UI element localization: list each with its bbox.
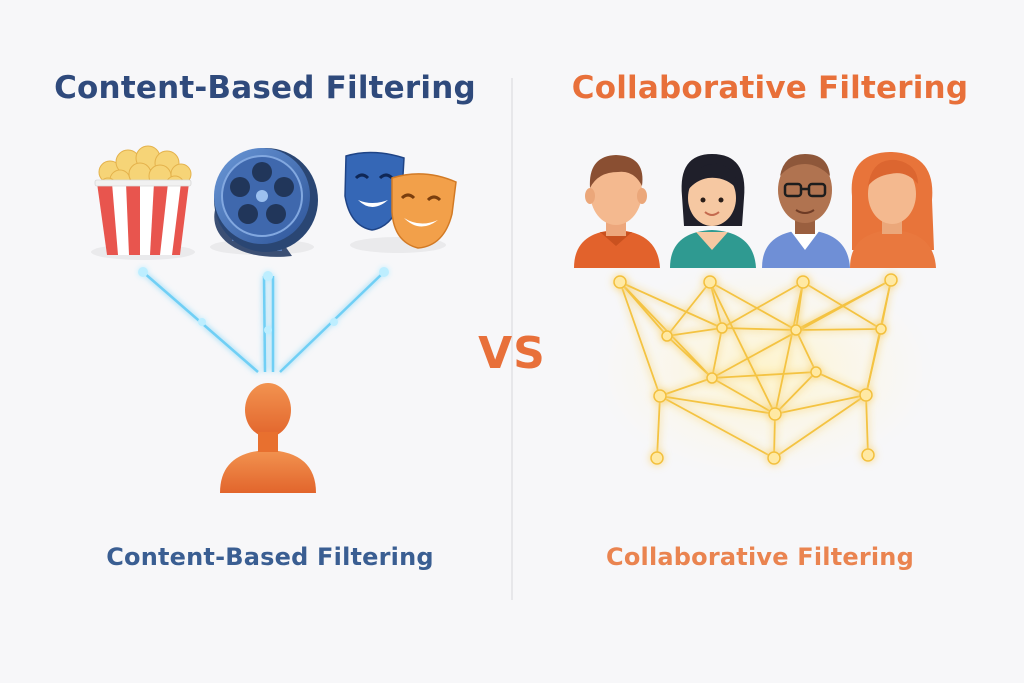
network-node (767, 451, 781, 465)
link-node (330, 318, 338, 326)
collaborative-panel (574, 152, 936, 480)
link-node (263, 271, 273, 281)
theater-masks-icon (344, 151, 457, 253)
network-node (653, 389, 667, 403)
left-caption: Content-Based Filtering (106, 543, 434, 571)
network-node (861, 448, 875, 462)
network-node (613, 275, 627, 289)
network-graph-icon (619, 279, 892, 459)
network-node (875, 323, 887, 335)
link-node (138, 267, 148, 277)
user-avatar-man-icon (574, 155, 660, 268)
content-links (138, 267, 389, 373)
right-caption: Collaborative Filtering (606, 543, 914, 571)
link-node (379, 267, 389, 277)
network-node (706, 372, 718, 384)
vs-label: VS (478, 328, 546, 379)
link-reel-user-a (262, 275, 267, 373)
user-avatar-woman-dark-hair-icon (670, 154, 756, 268)
user-avatar-woman-red-hair-icon (850, 152, 936, 268)
popcorn-icon (91, 145, 195, 260)
network-nodes (613, 273, 898, 465)
network-node (703, 275, 717, 289)
network-node (796, 275, 810, 289)
network-node (810, 366, 822, 378)
link-node (198, 318, 206, 326)
user-silhouette-icon (220, 383, 316, 493)
network-node (884, 273, 898, 287)
network-node (650, 451, 664, 465)
link-node (264, 326, 272, 334)
network-node (790, 324, 802, 336)
content-based-panel (91, 145, 457, 493)
right-title: Collaborative Filtering (571, 70, 969, 106)
left-title: Content-Based Filtering (54, 70, 476, 106)
network-node (716, 322, 728, 334)
network-node (859, 388, 873, 402)
network-node (768, 407, 782, 421)
user-avatar-man-glasses-icon (762, 154, 850, 268)
network-node (661, 330, 673, 342)
film-reel-icon (210, 148, 318, 257)
